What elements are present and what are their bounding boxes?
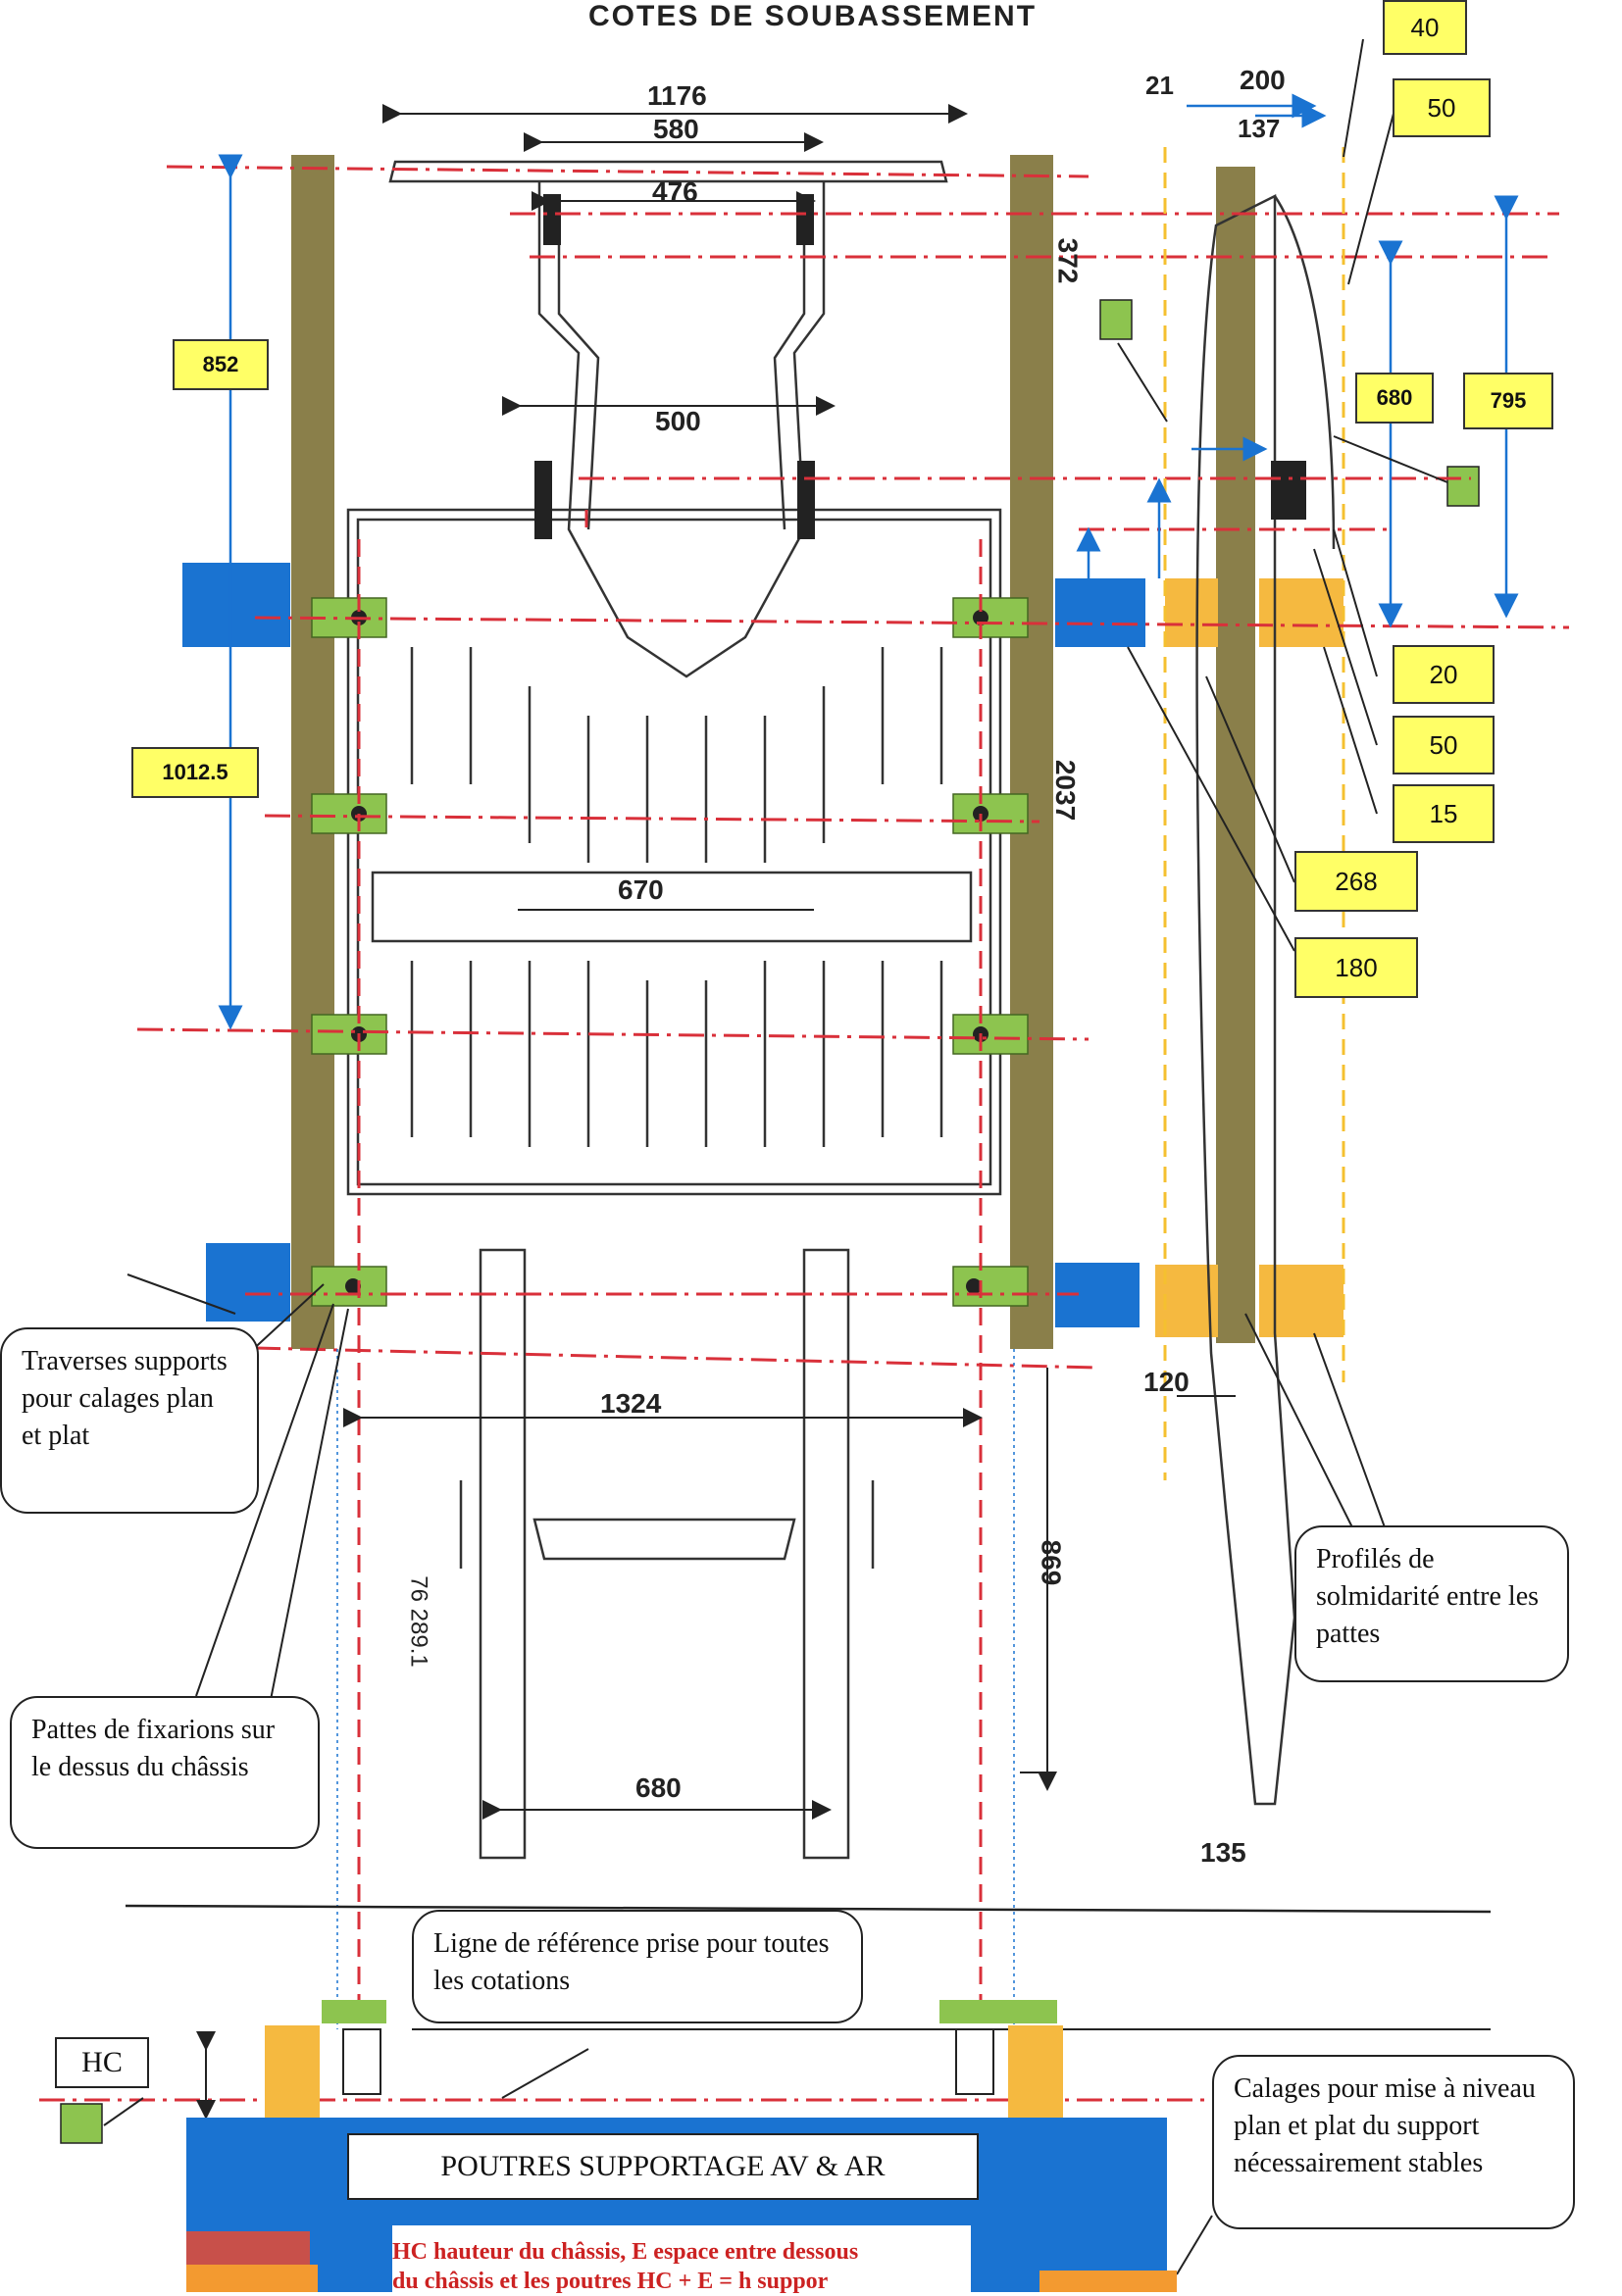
leader-lines [103, 38, 1448, 2275]
box-15: 15 [1393, 784, 1495, 843]
dim-2037: 2037 [1050, 759, 1082, 822]
section-divider [125, 1904, 1492, 1914]
box-680: 680 [1355, 373, 1434, 424]
green-pads [60, 299, 1480, 2144]
mount-block-4 [797, 461, 815, 539]
blue-support-right-top [1055, 578, 1145, 647]
vertical-red-lines [357, 510, 983, 2020]
callout-ligne: Ligne de référence prise pour toutes les… [412, 1910, 863, 2023]
green-pad-bottom-left [322, 2000, 386, 2023]
box-50-bottom: 50 [1393, 716, 1495, 774]
left-beam [291, 155, 334, 1349]
callout-calages: Calages pour mise à niveau plan et plat … [1212, 2055, 1575, 2229]
dim-372: 372 [1052, 237, 1084, 284]
callout-profiles: Profilés de solmidarité entre les pattes [1294, 1525, 1569, 1682]
note-box [392, 2225, 971, 2292]
mount-block-side [1271, 461, 1306, 520]
right-beam [1010, 155, 1053, 1349]
mount-block-3 [534, 461, 552, 539]
dim-500: 500 [655, 406, 701, 436]
dim-670: 670 [618, 874, 664, 905]
box-40: 40 [1383, 0, 1467, 55]
note-line-1: HC hauteur du châssis, E espace entre de… [392, 2239, 859, 2265]
orange-block-bottom-left [265, 2025, 320, 2120]
orange-block-2 [1259, 578, 1343, 647]
dim-1176: 1176 [647, 80, 707, 111]
green-pad-bottom-right [939, 2000, 1057, 2023]
box-50-top: 50 [1393, 78, 1491, 137]
orange-block-bottom-right [1008, 2025, 1063, 2120]
blue-support-left-top [182, 563, 290, 647]
dim-580: 580 [653, 114, 699, 144]
dim-120: 120 [1143, 1367, 1190, 1397]
box-268: 268 [1294, 851, 1418, 912]
dimension-lines [196, 104, 1236, 2120]
callout-traverses: Traverses supports pour calages plan et … [0, 1327, 259, 1514]
box-795: 795 [1463, 373, 1553, 429]
box-180: 180 [1294, 937, 1418, 998]
dim-476: 476 [652, 176, 698, 207]
dim-1324: 1324 [600, 1388, 662, 1419]
note-line-2: du châssis et les poutres HC + E = h sup… [392, 2269, 829, 2294]
dim-869: 869 [1036, 1539, 1067, 1586]
box-852: 852 [173, 339, 269, 390]
reference-lines [39, 165, 1570, 2102]
pad-bolts [345, 610, 988, 1294]
dim-135: 135 [1200, 1837, 1246, 1868]
dim-76-289: 76 289.1 [405, 1575, 432, 1668]
orange-block-4 [1259, 1265, 1343, 1337]
box-1012-5: 1012.5 [131, 747, 259, 798]
callout-pattes: Pattes de fixarions sur le dessus du châ… [10, 1696, 320, 1849]
blue-support-left-bottom [206, 1243, 290, 1322]
orange-strip-left [186, 2265, 318, 2292]
orange-block-1 [1165, 578, 1218, 647]
post-left [342, 2028, 381, 2095]
dim-680-rear: 680 [635, 1772, 682, 1803]
hc-label: HC [55, 2037, 149, 2088]
dim-200: 200 [1240, 65, 1286, 95]
side-beam [1216, 167, 1255, 1343]
post-right [955, 2028, 994, 2095]
dim-137: 137 [1238, 114, 1281, 143]
box-20: 20 [1393, 645, 1495, 704]
yellow-guides [1163, 147, 1345, 1480]
chassis-outline [346, 160, 1336, 1860]
orange-block-bottom [1039, 2271, 1177, 2292]
poutres-label: POUTRES SUPPORTAGE AV & AR [347, 2133, 979, 2200]
page-title: COTES DE SOUBASSEMENT [588, 0, 1038, 32]
dim-21: 21 [1145, 71, 1174, 100]
blue-dimension-arrows [218, 93, 1519, 1030]
